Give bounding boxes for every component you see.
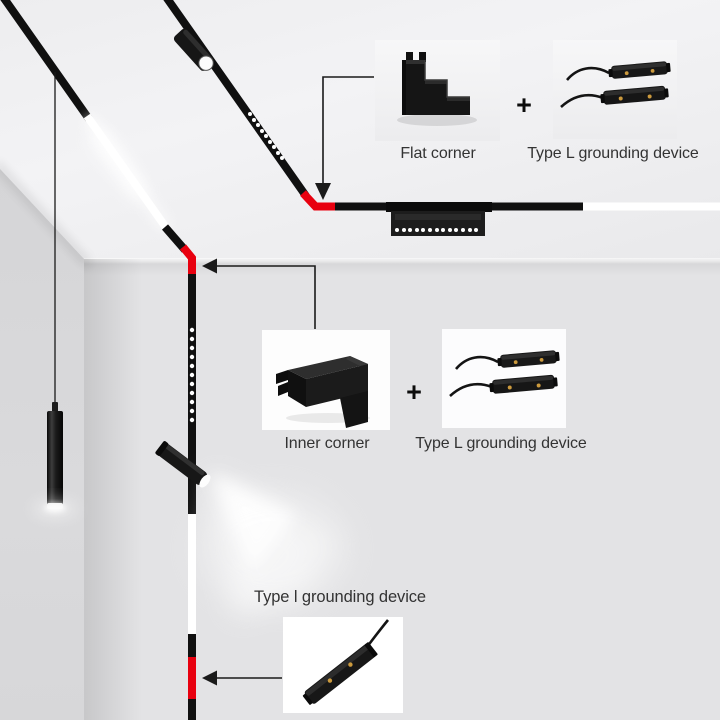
- type-l-grounding-product: [449, 350, 560, 397]
- wall-ceiling-junction: [84, 258, 720, 276]
- track-light-strip: [83, 113, 171, 232]
- callout-arrow-flat-corner: [315, 76, 374, 200]
- wall-corner-shadow: [84, 259, 142, 720]
- type-l-grounding-product: [560, 61, 671, 108]
- track-led-dots-diagonal: [248, 112, 284, 160]
- grounding-device-image: [283, 617, 403, 713]
- type-l-grounding-mid-label: Type L grounding device: [415, 435, 587, 452]
- ceiling-track-left: [0, 0, 196, 276]
- plus-icon: +: [406, 377, 422, 407]
- grille-linear-light: [386, 202, 492, 236]
- inner-corner-label: Inner corner: [284, 435, 370, 452]
- pendant-tube: [47, 411, 63, 505]
- grille-led-dots: [395, 228, 478, 232]
- callout-arrow-inner-corner: [202, 258, 316, 329]
- wall-spotlight: [155, 441, 211, 488]
- plus-icon: +: [516, 90, 532, 120]
- flat-corner-connector-red: [300, 190, 337, 211]
- ceiling-spotlight: [173, 28, 215, 71]
- ceiling-edge-shadow: [0, 162, 91, 267]
- callout-arrow-grounding: [202, 670, 282, 686]
- inner-corner-connector-red: [179, 244, 196, 276]
- left-wall: [0, 169, 84, 720]
- grounding-device-label: Type l grounding device: [254, 588, 426, 606]
- type-l-grounding-top-image: [553, 40, 677, 139]
- flat-corner-image: [375, 40, 500, 141]
- type-l-grounding-mid-image: [442, 329, 566, 428]
- wall-track-vertical: [184, 274, 200, 720]
- flat-corner-label: Flat corner: [400, 145, 476, 162]
- pendant-light: [33, 72, 77, 517]
- type-l-grounding-top-label: Type L grounding device: [527, 145, 699, 162]
- inner-corner-image: [262, 330, 390, 430]
- inner-corner-product: [276, 356, 370, 428]
- track-led-dots-vertical: [189, 327, 195, 423]
- grounding-device-product: [302, 619, 390, 705]
- spotlight-beam: [192, 472, 352, 618]
- flat-corner-product: [397, 52, 477, 126]
